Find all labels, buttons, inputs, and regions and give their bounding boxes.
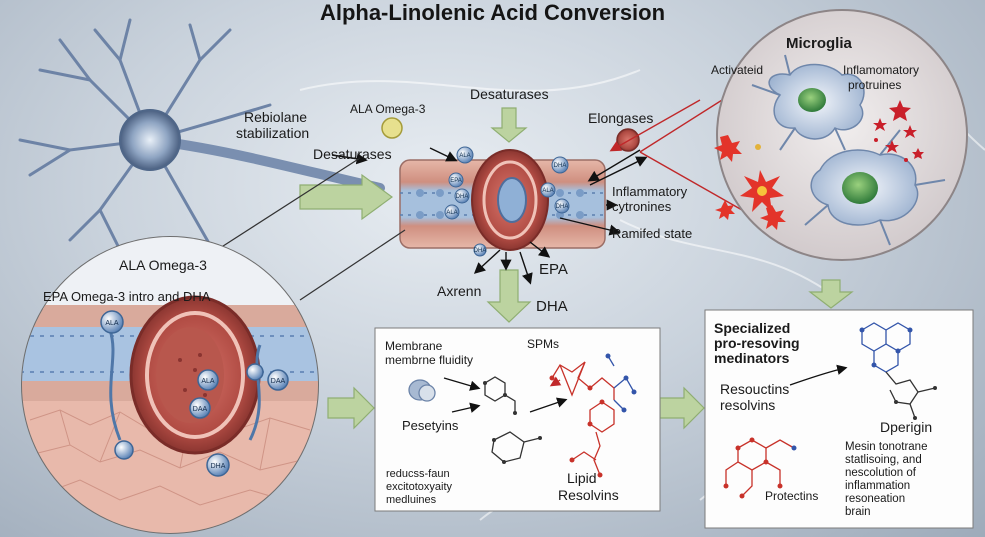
inflammatory-cytokines-label-line2: cytronines <box>612 199 672 214</box>
spm-molecules <box>723 322 937 499</box>
zoom-tag-daa: DAA <box>271 378 286 385</box>
lipid-resolvins-label: Resolvins <box>558 487 619 503</box>
epa-label: EPA <box>539 261 568 278</box>
middle-molecules <box>408 353 637 478</box>
axrenn-label: Axrenn <box>437 283 482 299</box>
inflammatory-proteins-label-line2: protruines <box>848 78 902 92</box>
neuron-illustration <box>18 18 385 252</box>
inflammatory-cytokines-label: Inflammatory <box>612 184 688 199</box>
spm-info-box <box>704 309 974 529</box>
pesetyins-label: Pesetyins <box>402 418 459 433</box>
desaturases-left-label: Desaturases <box>313 146 392 162</box>
resolvins-label-line2: resolvins <box>720 397 776 413</box>
arrow-zoom-to-box <box>327 386 375 430</box>
spm-description-line5: resoneation <box>845 493 906 505</box>
ala-molecule-icon <box>381 117 403 139</box>
zoom-subheading: EPA Omega-3 intro and DHA <box>43 289 211 304</box>
membrane-label: Membrane <box>385 339 443 353</box>
zoom-tag-dha: DHA <box>211 463 226 470</box>
protectins-label: Protectins <box>765 489 819 503</box>
pathway-arrows <box>331 147 648 285</box>
inflammatory-proteins-label: Inflamomatory <box>843 63 920 77</box>
arrow-membrane-to-box <box>486 269 532 323</box>
excitotoxicity-label: excitotoxyaity <box>386 481 453 493</box>
membrane-tag-epa: EPA <box>450 178 462 184</box>
activated-label: Activateid <box>711 63 764 77</box>
microglia-title: Microglia <box>786 35 852 52</box>
membrane-tag-ala: ALA <box>446 210 457 216</box>
zoom-tags: ALA ALA DAA DAA DHA <box>100 310 289 477</box>
arrow-desaturases-down <box>490 107 528 143</box>
diagram-title: Alpha-Linolenic Acid Conversion <box>319 0 666 25</box>
microglia-panel <box>714 9 968 261</box>
membrane-tag-dha: DHA <box>556 204 569 210</box>
rebiolane-label: Rebiolane <box>244 109 308 125</box>
elongase-molecule-icon <box>616 128 640 152</box>
spm-description-line3: nescolution of <box>845 467 916 479</box>
arrow-microglia-down <box>808 279 854 309</box>
membrane-tag-ala: ALA <box>542 188 553 194</box>
lipid-label: Lipid <box>567 470 597 486</box>
middle-info-box <box>374 327 661 512</box>
zoom-heading: ALA Omega-3 <box>119 257 207 273</box>
dha-label: DHA <box>536 298 568 315</box>
cell-membrane <box>399 149 606 251</box>
spms-label: SPMs <box>527 337 560 351</box>
membrane-tag-dha: DHA <box>456 194 469 200</box>
inflammation-burst-icons <box>714 135 786 230</box>
rebiolane-label-line2: stabilization <box>236 125 310 141</box>
spm-heading: Specialized <box>714 320 791 336</box>
spm-description-line2: statlisoing, and <box>845 454 922 466</box>
elongases-label: Elongases <box>588 110 654 126</box>
desaturases-top-label: Desaturases <box>470 86 549 102</box>
flow-arrows <box>299 107 854 430</box>
spm-heading-line3: medinators <box>714 350 790 366</box>
arrow-box-to-spm <box>659 386 705 430</box>
membrane-fluidity-label: membrne fluidity <box>385 353 474 367</box>
medlines-label: medluines <box>386 494 437 506</box>
spm-description-line4: inflammation <box>845 480 911 492</box>
membrane-lipid-tags: ALA EPA DHA ALA DHA ALA DHA DHA <box>444 146 570 257</box>
membrane-tag-dha: DHA <box>474 248 487 254</box>
reduces-label: reducss-faun <box>386 468 450 480</box>
arrow-neuron-to-membrane <box>299 173 394 221</box>
ala-omega3-label: ALA Omega-3 <box>350 102 426 116</box>
spm-heading-line2: pro-resoving <box>714 335 800 351</box>
membrane-tag-ala: ALA <box>459 153 470 159</box>
spm-description-line6: brain <box>845 506 871 518</box>
membrane-tag-dha: DHA <box>554 163 567 169</box>
zoom-tag-daa: DAA <box>193 406 208 413</box>
cytokine-star-icons <box>873 100 924 162</box>
zoom-panel: ALA ALA DAA DAA DHA <box>21 236 319 534</box>
zoom-tag-ala: ALA <box>105 320 119 327</box>
spm-description-line1: Mesin tonotrane <box>845 441 928 453</box>
dperigin-label: Dperigin <box>880 419 933 435</box>
zoom-connectors <box>219 157 406 301</box>
resolvins-label: Resouctins <box>720 381 790 397</box>
ramified-state-label: Ramifed state <box>612 226 693 241</box>
zoom-tag-ala: ALA <box>201 378 215 385</box>
